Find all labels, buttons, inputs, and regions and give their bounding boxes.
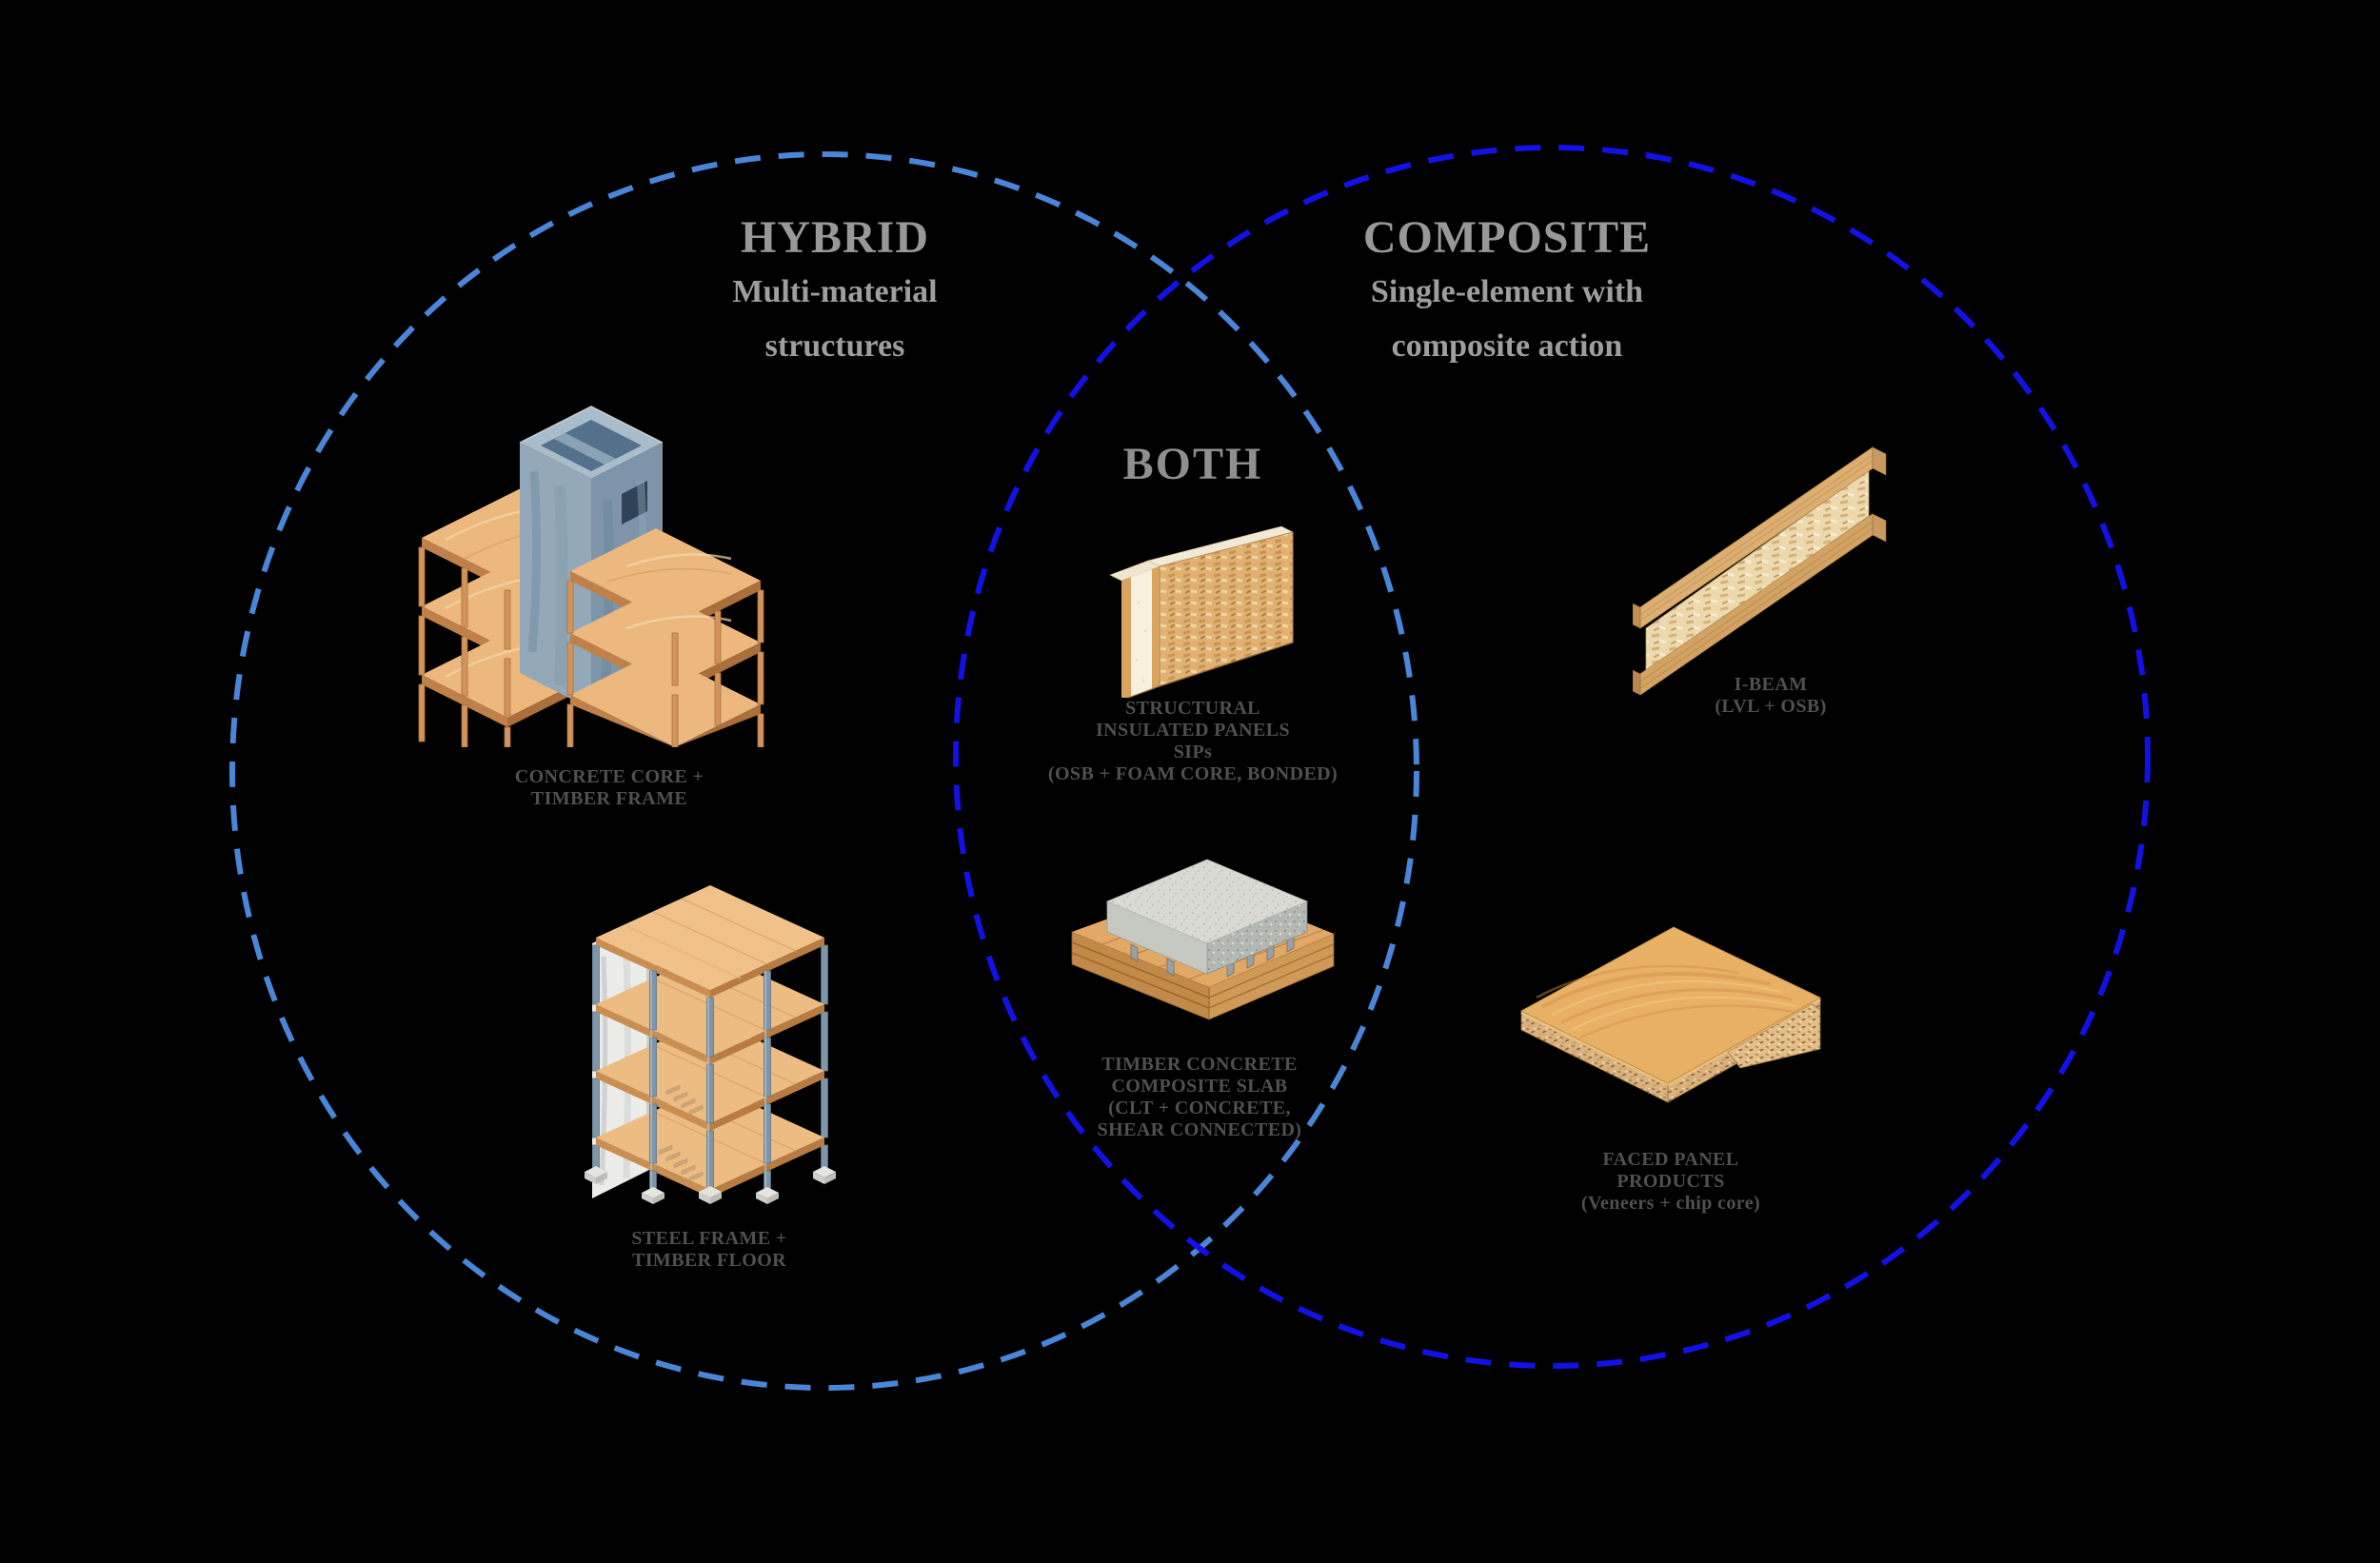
hybrid-title: HYBRID xyxy=(740,212,930,263)
composite-title-block: COMPOSITE Single-element with composite … xyxy=(1221,211,1793,373)
composite-circle xyxy=(953,145,2151,1369)
concrete-core-timber-frame-illustration xyxy=(418,406,764,747)
both-title: BOTH xyxy=(1122,439,1263,489)
item-faced-panel-products: FACED PANEL PRODUCTS (Veneers + chip cor… xyxy=(1476,916,1866,1230)
item-steel-frame-timber-floor: STEEL FRAME + TIMBER FLOOR xyxy=(547,861,871,1280)
item-label: STEEL FRAME + TIMBER FLOOR xyxy=(631,1228,787,1271)
sip-panel-illustration xyxy=(1108,526,1294,698)
hybrid-circle xyxy=(229,151,1419,1391)
item-label: CONCRETE CORE + TIMBER FRAME xyxy=(514,766,704,809)
item-label: I-BEAM (LVL + OSB) xyxy=(1715,674,1827,717)
stairs xyxy=(658,1084,703,1182)
composite-subtitle-line2: composite action xyxy=(1391,328,1623,364)
steel-frame-timber-floor-illustration xyxy=(584,885,836,1204)
item-structural-insulated-panels: STRUCTURAL INSULATED PANELS SIPs (OSB + … xyxy=(998,526,1388,802)
item-timber-concrete-composite-slab: TIMBER CONCRETE COMPOSITE SLAB (CLT + CO… xyxy=(1004,852,1395,1157)
composite-title: COMPOSITE xyxy=(1362,212,1652,263)
item-label: STRUCTURAL INSULATED PANELS SIPs (OSB + … xyxy=(1047,698,1339,784)
item-label: FACED PANEL PRODUCTS (Veneers + chip cor… xyxy=(1580,1149,1761,1214)
timber-right-wing xyxy=(566,528,764,747)
steel-columns-front xyxy=(648,970,771,1194)
item-concrete-core-timber-frame: CONCRETE CORE + TIMBER FRAME xyxy=(400,395,819,814)
base-pads xyxy=(584,1166,836,1204)
item-i-beam: I-BEAM (LVL + OSB) xyxy=(1576,445,1966,731)
wood-i-beam-illustration xyxy=(1633,446,1887,696)
shear-connectors xyxy=(1130,934,1294,978)
hybrid-subtitle-line2: structures xyxy=(764,328,905,364)
hybrid-subtitle-line1: Multi-material xyxy=(732,274,938,309)
hybrid-title-block: HYBRID Multi-material structures xyxy=(549,211,1121,373)
composite-subtitle-line1: Single-element with xyxy=(1370,274,1644,309)
timber-concrete-composite-slab-illustration xyxy=(1071,859,1334,1020)
item-label: TIMBER CONCRETE COMPOSITE SLAB (CLT + CO… xyxy=(1097,1054,1302,1140)
both-title-block: BOTH xyxy=(1002,438,1383,490)
faced-panel-illustration xyxy=(1520,926,1821,1103)
